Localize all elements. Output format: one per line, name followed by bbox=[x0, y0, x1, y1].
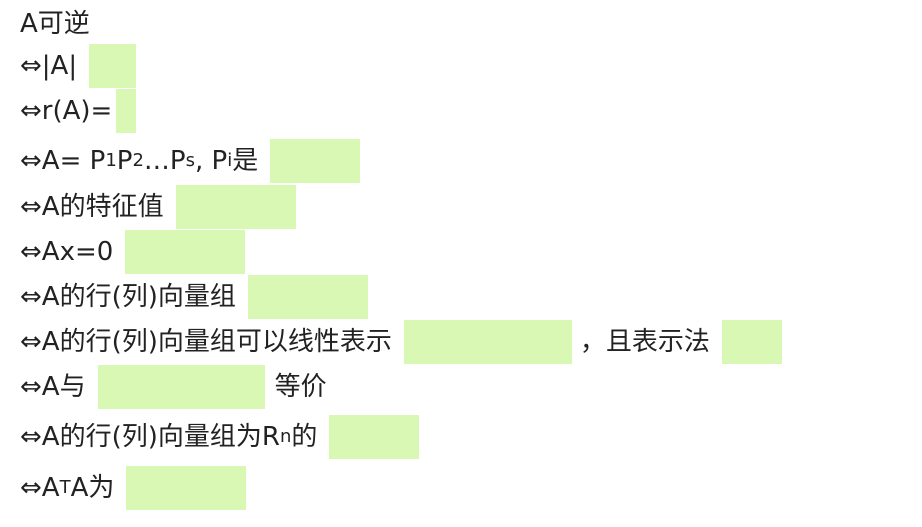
vector-group-label: ⇔A的行(列)向量组 bbox=[20, 282, 236, 312]
elementary-matrix-answer-blank[interactable] bbox=[270, 139, 361, 183]
eigenvalue-label: ⇔A的特征值 bbox=[20, 192, 164, 222]
product-p4: , P bbox=[194, 146, 228, 176]
product-p1: ⇔A= P bbox=[20, 146, 106, 176]
determinant-answer-blank[interactable] bbox=[89, 44, 137, 88]
representation-method-answer-blank[interactable] bbox=[721, 320, 782, 364]
linear-representation-label: ⇔A的行(列)向量组可以线性表示 bbox=[20, 327, 392, 357]
product-p2: P bbox=[116, 146, 133, 176]
basis-answer-blank[interactable] bbox=[329, 415, 420, 459]
basis-label-part1: ⇔A的行(列)向量组为R bbox=[20, 422, 280, 452]
heading-text: A可逆 bbox=[20, 9, 90, 39]
homogeneous-system-line: ⇔Ax=0 bbox=[20, 230, 246, 274]
gram-matrix-answer-blank[interactable] bbox=[126, 466, 247, 510]
gram-label-part2: A为 bbox=[70, 473, 115, 503]
rank-line: ⇔r(A)= bbox=[20, 89, 137, 133]
linear-representation-line: ⇔A的行(列)向量组可以线性表示 ，且表示法 bbox=[20, 320, 782, 364]
homogeneous-system-answer-blank[interactable] bbox=[125, 230, 246, 274]
representation-method-label: ，且表示法 bbox=[579, 327, 710, 357]
equivalence-suffix: 等价 bbox=[274, 372, 327, 402]
vector-group-line: ⇔A的行(列)向量组 bbox=[20, 275, 368, 319]
equivalence-label: ⇔A与 bbox=[20, 372, 86, 402]
determinant-label: ⇔|A| bbox=[20, 51, 78, 81]
vector-group-answer-blank[interactable] bbox=[247, 275, 368, 319]
rank-answer-blank[interactable] bbox=[116, 89, 137, 133]
equivalence-answer-blank[interactable] bbox=[97, 365, 265, 409]
product-p3: …P bbox=[143, 146, 186, 176]
equivalence-line: ⇔A与 等价 bbox=[20, 365, 327, 409]
product-p5: 是 bbox=[232, 146, 259, 176]
homogeneous-system-label: ⇔Ax=0 bbox=[20, 237, 114, 267]
basis-label-part2: 的 bbox=[291, 422, 318, 452]
eigenvalue-line: ⇔A的特征值 bbox=[20, 185, 296, 229]
rank-label: ⇔r(A)= bbox=[20, 96, 113, 126]
gram-label-part1: ⇔A bbox=[20, 473, 60, 503]
eigenvalue-answer-blank[interactable] bbox=[175, 185, 296, 229]
heading-line: A可逆 bbox=[20, 2, 90, 46]
determinant-line: ⇔|A| bbox=[20, 44, 137, 88]
linear-representation-answer-blank[interactable] bbox=[403, 320, 572, 364]
